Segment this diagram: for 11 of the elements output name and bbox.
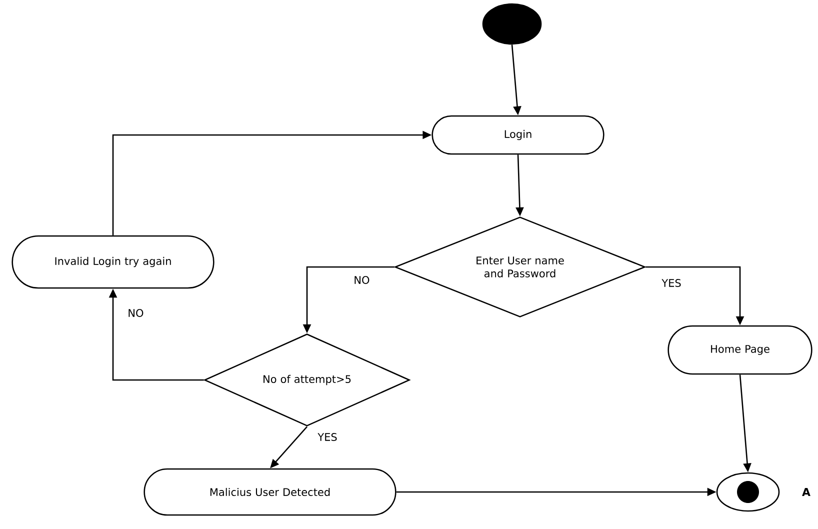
rounded-box: Invalid Login try again — [12, 235, 214, 289]
rounded-box: Home Page — [668, 325, 812, 375]
edge-label: YES — [660, 278, 682, 288]
edge-label: YES — [316, 432, 338, 442]
start-node — [482, 3, 542, 45]
edge-label: NO — [352, 275, 371, 285]
label: A — [802, 488, 810, 496]
edge-label: NO — [126, 308, 145, 318]
rounded-box: Login — [432, 115, 604, 155]
rounded-box: Malicius User Detected — [144, 468, 396, 516]
end-node — [716, 472, 780, 512]
